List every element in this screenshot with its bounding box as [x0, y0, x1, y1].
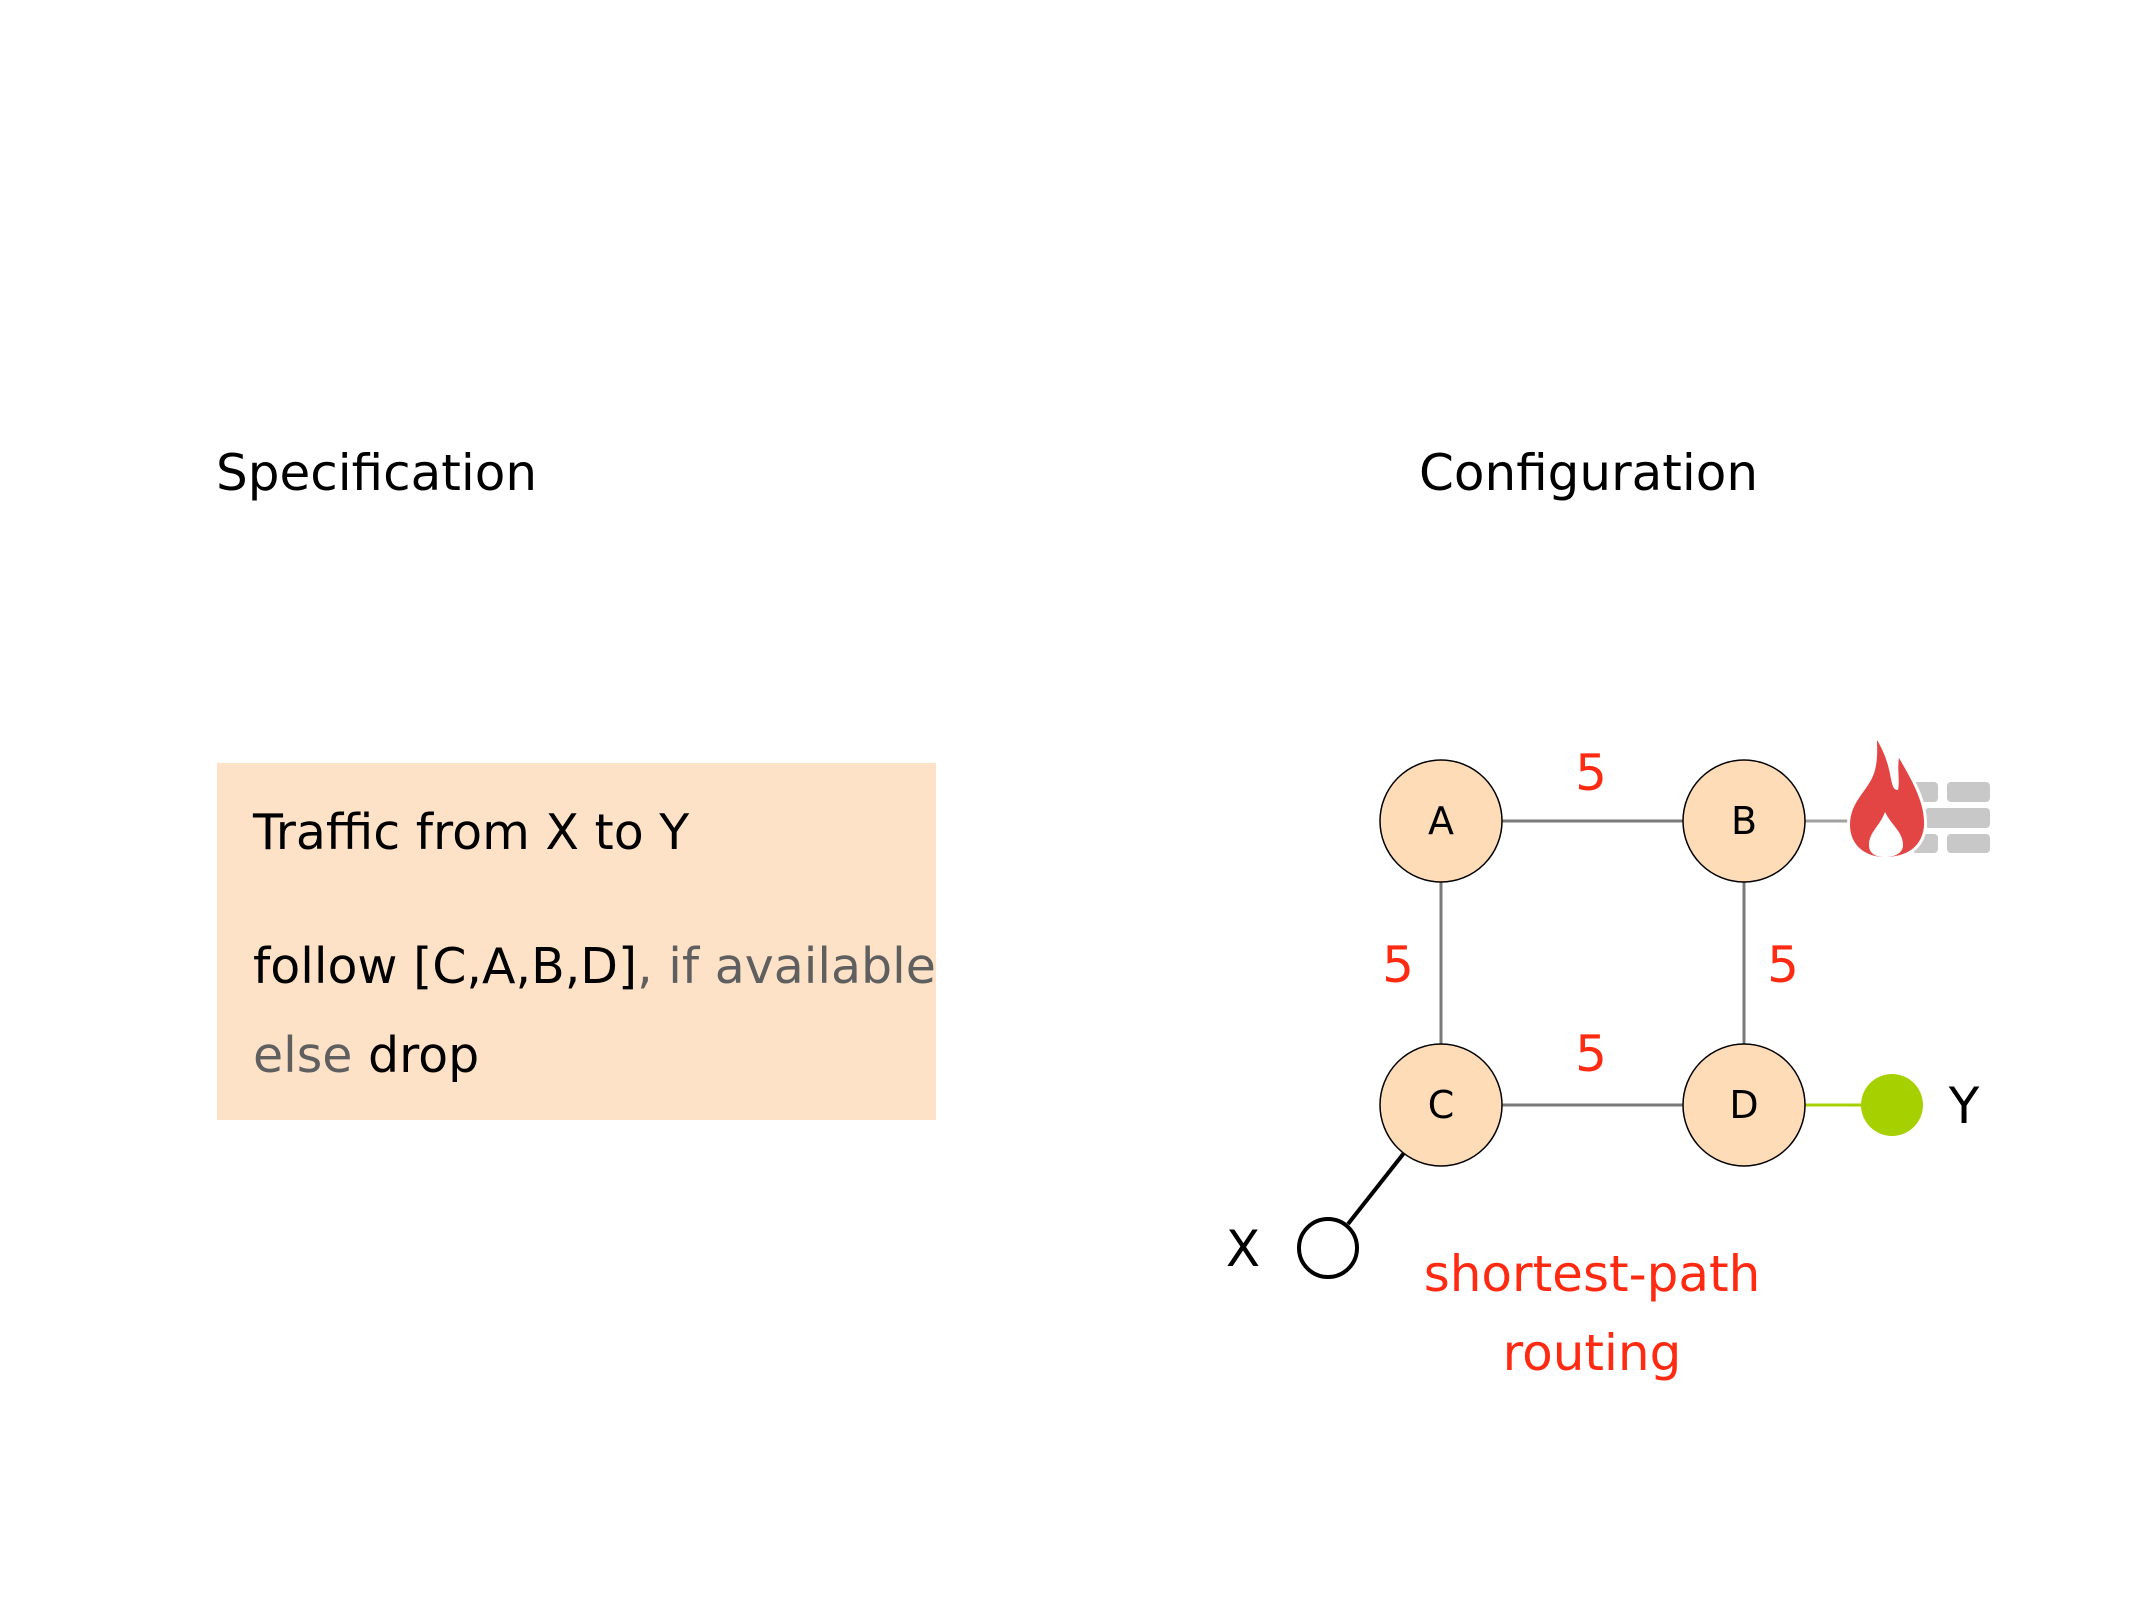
configuration-title: Configuration: [1419, 444, 1758, 502]
weight-b-d: 5: [1767, 936, 1799, 994]
destination-y-label: Y: [1948, 1077, 1980, 1135]
specification-box: [217, 763, 936, 1120]
spec-rule-line1: follow [C,A,B,D], if available: [253, 938, 936, 995]
edge-c-x: [1346, 1151, 1406, 1226]
spec-follow: follow [C,A,B,D]: [253, 938, 637, 995]
spec-heading: Traffic from X to Y: [252, 804, 690, 861]
node-a-label: A: [1428, 799, 1454, 843]
destination-y-node: [1861, 1074, 1923, 1136]
routing-label-line1: shortest-path: [1424, 1245, 1761, 1303]
spec-else: else: [253, 1027, 352, 1084]
weight-c-d: 5: [1575, 1025, 1607, 1083]
node-d: [1682, 1043, 1806, 1167]
source-x-node: [1297, 1217, 1359, 1279]
spec-condition: , if available: [637, 938, 936, 995]
node-b-label: B: [1731, 799, 1757, 843]
node-a: [1379, 759, 1503, 883]
spec-rule-line2: else drop: [253, 1027, 479, 1084]
node-c-label: C: [1428, 1083, 1455, 1127]
node-d-label: D: [1729, 1083, 1758, 1127]
weight-a-c: 5: [1382, 936, 1414, 994]
specification-title: Specification: [216, 444, 537, 502]
node-b: [1682, 759, 1806, 883]
routing-label-line2: routing: [1503, 1324, 1682, 1382]
source-x-label: X: [1226, 1220, 1260, 1278]
firewall-icon: [1846, 729, 1990, 861]
weight-a-b: 5: [1575, 744, 1607, 802]
node-c: [1379, 1043, 1503, 1167]
spec-drop: drop: [352, 1027, 479, 1084]
